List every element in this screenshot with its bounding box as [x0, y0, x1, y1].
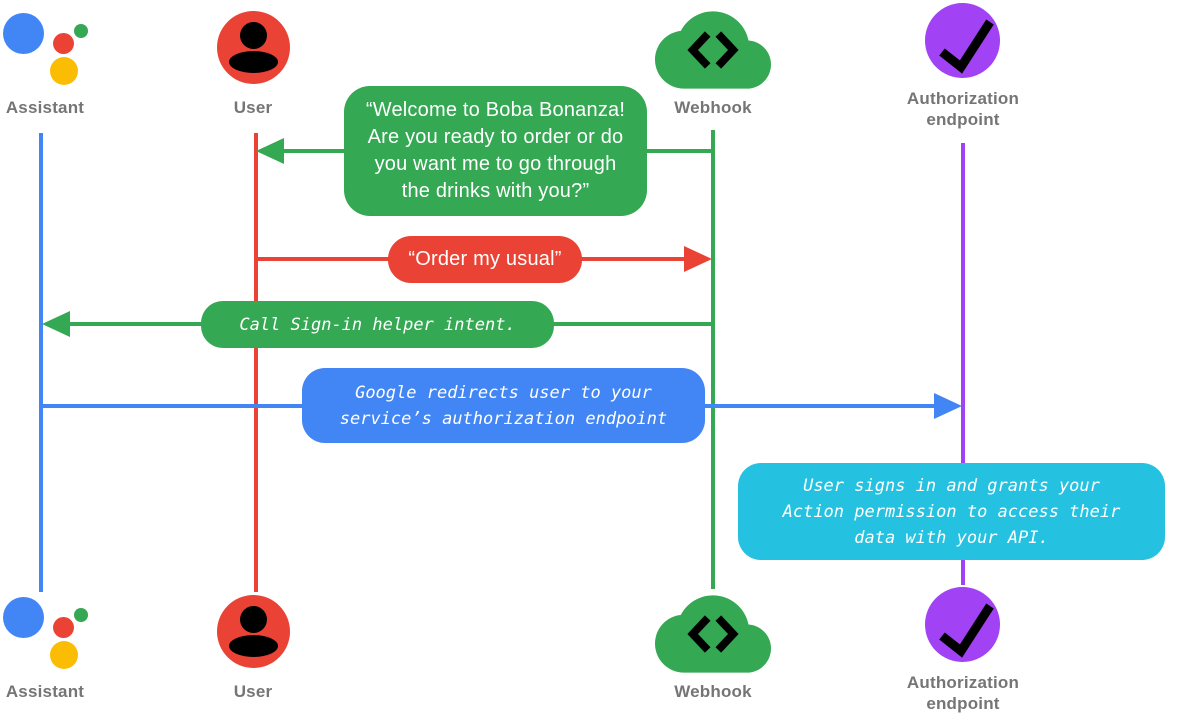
user-head [240, 606, 267, 633]
signin-helper-bubble: Call Sign-in helper intent. [201, 301, 554, 348]
assistant-label: Assistant [5, 682, 85, 701]
signin-arrowhead-icon [42, 311, 70, 337]
welcome-message-bubble: “Welcome to Boba Bonanza! Are you ready … [344, 86, 647, 216]
order-message-bubble: “Order my usual” [388, 236, 582, 283]
user-signin-note-bubble: User signs in and grants your Action per… [738, 463, 1165, 560]
webhook-lifeline [711, 130, 715, 589]
user-head [240, 22, 267, 49]
user-shoulders [229, 635, 278, 657]
order-arrowhead-icon [684, 246, 712, 272]
actor-row-top: Assistant User Webhook Authorization end… [0, 0, 1186, 136]
assistant-red-circle [53, 33, 74, 54]
cloud-code-icon [655, 11, 771, 89]
redirect-bubble: Google redirects user to your service’s … [302, 368, 705, 443]
actor-row-bottom: Assistant User Webhook Authorization end… [0, 584, 1186, 720]
assistant-yellow-circle [50, 57, 78, 85]
assistant-green-circle [74, 608, 88, 622]
checkmark-icon [939, 19, 994, 74]
user-lifeline [254, 133, 258, 592]
webhook-label: Webhook [674, 682, 752, 701]
authorization-endpoint-lifeline [961, 143, 965, 585]
assistant-lifeline [39, 133, 43, 592]
assistant-red-circle [53, 617, 74, 638]
authorization-endpoint-label: Authorization endpoint [906, 89, 1020, 129]
assistant-blue-circle [3, 13, 44, 54]
authorization-endpoint-label: Authorization endpoint [906, 673, 1020, 713]
redirect-arrowhead-icon [934, 393, 962, 419]
user-label: User [233, 98, 273, 117]
assistant-green-circle [74, 24, 88, 38]
assistant-yellow-circle [50, 641, 78, 669]
welcome-arrowhead-icon [256, 138, 284, 164]
user-label: User [233, 682, 273, 701]
assistant-label: Assistant [5, 98, 85, 117]
webhook-label: Webhook [674, 98, 752, 117]
assistant-blue-circle [3, 597, 44, 638]
checkmark-icon [939, 603, 994, 658]
user-shoulders [229, 51, 278, 73]
cloud-code-icon [655, 595, 771, 673]
